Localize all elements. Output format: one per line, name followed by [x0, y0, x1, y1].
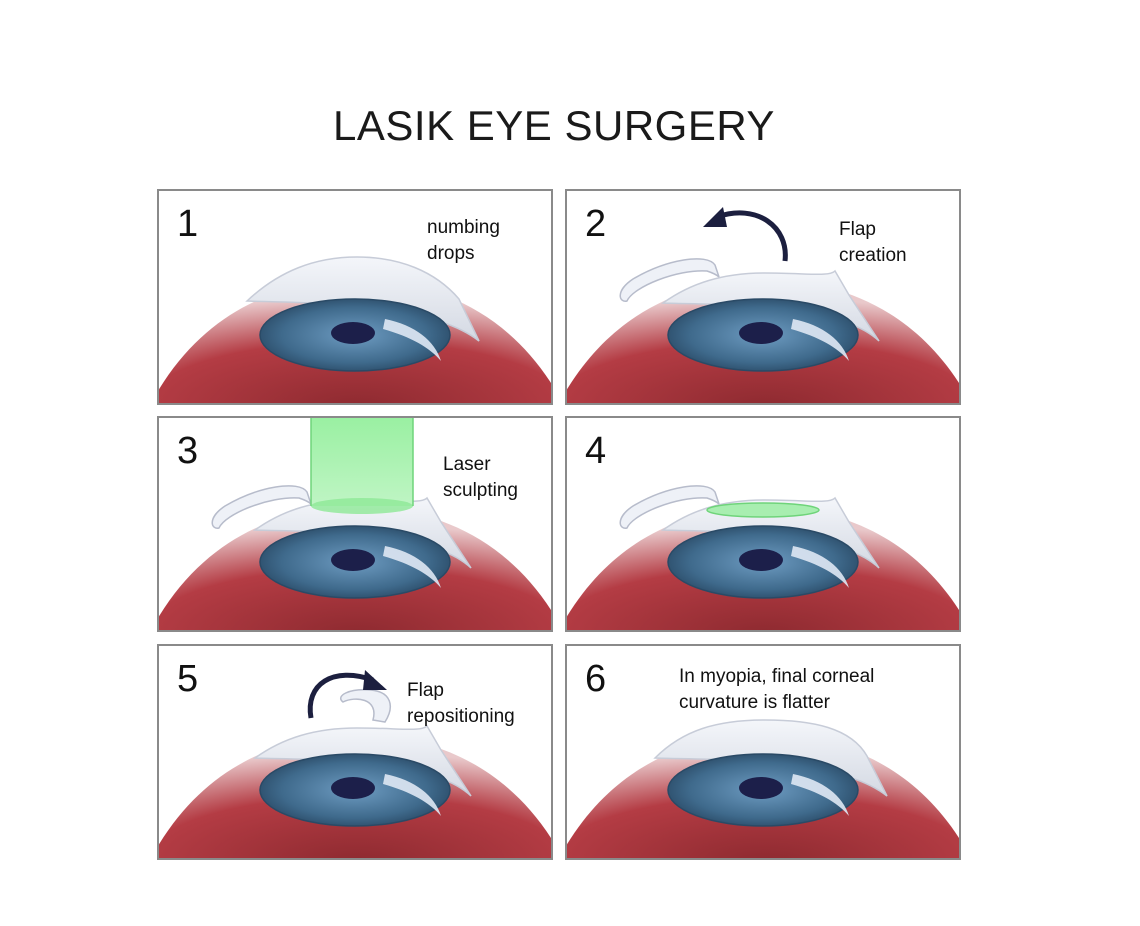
step-6-panel: 6 In myopia, final corneal curvature is … — [565, 644, 961, 860]
diagram-title: LASIK EYE SURGERY — [0, 102, 1108, 150]
step-5-panel: 5 Flap repositioning — [157, 644, 553, 860]
ablation-zone — [707, 503, 819, 517]
step-3-panel: 3 Laser sculpting — [157, 416, 553, 632]
step-1-panel: 1 numbing drops — [157, 189, 553, 405]
step-number: 4 — [585, 432, 606, 470]
step-caption: numbing drops — [427, 215, 500, 267]
eye-illustration — [159, 418, 553, 632]
step-4-panel: 4 — [565, 416, 961, 632]
flap — [341, 690, 391, 722]
step-caption: Flap creation — [839, 217, 907, 269]
step-2-panel: 2 Flap creation — [565, 189, 961, 405]
step-number: 3 — [177, 432, 198, 470]
curved-arrow-icon — [703, 207, 785, 261]
step-number: 5 — [177, 660, 198, 698]
laser-beam-icon — [311, 418, 413, 514]
step-number: 6 — [585, 660, 606, 698]
step-caption: Flap repositioning — [407, 678, 515, 730]
step-number: 1 — [177, 205, 198, 243]
step-number: 2 — [585, 205, 606, 243]
eye-illustration — [567, 418, 961, 632]
step-caption: In myopia, final corneal curvature is fl… — [679, 664, 874, 716]
step-caption: Laser sculpting — [443, 452, 518, 504]
